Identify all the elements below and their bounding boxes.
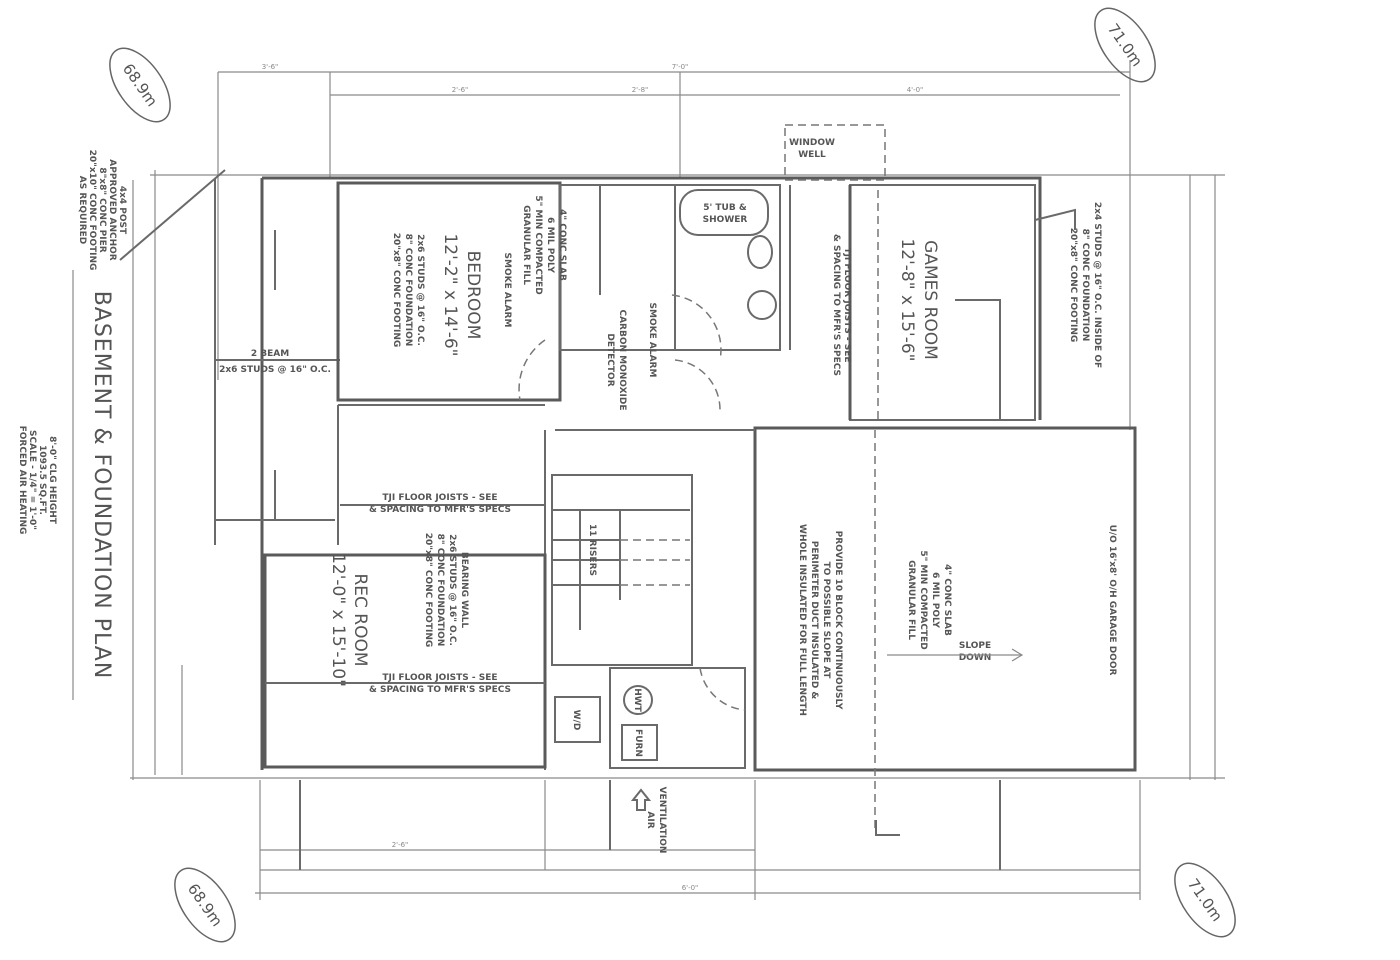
room-name-rec: REC ROOM (350, 573, 370, 666)
page-title: BASEMENT & FOUNDATION PLAN (89, 291, 114, 680)
note-line: 20"x8" CONC FOOTING (1068, 228, 1078, 343)
tub-label: 5' TUB & (703, 203, 747, 213)
note-line: 2x4 STUDS @ 16" O.C. INSIDE OF (1092, 202, 1102, 368)
note-line: DETECTOR (605, 333, 615, 386)
note-line: 4" CONC SLAB (942, 564, 952, 636)
note-line: TJI FLOOR JOISTS - SEE (382, 673, 497, 683)
arrow-right-icon (887, 648, 1024, 662)
note-line: 5" MIN COMPACTED (533, 195, 543, 294)
walls (119, 124, 1137, 870)
smoke-alarm-label: SMOKE ALARM (502, 253, 512, 328)
note-line: TJI FLOOR JOISTS - SEE (382, 493, 497, 503)
note-line: 20"x10" CONC FOOTING (87, 150, 97, 271)
vent-label: VENTILATION (657, 787, 667, 854)
furnace-label: FURN (633, 729, 643, 757)
note-line: 20"x8" CONC FOOTING (391, 233, 401, 348)
note-line: 4x4 POST (117, 186, 127, 235)
note-line: AS REQUIRED (77, 176, 87, 245)
post-note: 4x4 POST APPROVED ANCHOR 8"x8" CONC PIER… (77, 150, 127, 271)
elevation-marker-bottom-left: 68.9m (174, 867, 236, 943)
note-line: & SPACING TO MFR'S SPECS (831, 234, 841, 376)
stairs (551, 474, 693, 666)
note-line: SMOKE ALARM (647, 303, 657, 378)
elevation-marker-bottom-right: 71.0m (1174, 862, 1236, 938)
room-name-bedroom: BEDROOM (463, 251, 483, 340)
note-line: 8'-0" CLG HEIGHT (47, 436, 57, 525)
bathroom (674, 184, 781, 351)
dim-label: 3'-6" (262, 63, 279, 71)
furnace-room (609, 667, 746, 769)
note-line: PROVIDE 10 BLOCK CONTINUOUSLY (833, 531, 843, 710)
note-line: 8" CONC FOUNDATION (435, 534, 445, 647)
arrow-up-icon (630, 788, 652, 811)
note-line: WHOLE INSULATED FOR FULL LENGTH (797, 524, 807, 716)
stairs-label: 11 RISERS (587, 524, 597, 576)
room-size-bedroom: 12'-2" x 14'-6" (440, 233, 460, 356)
note-line: 6 MIL POLY (545, 217, 555, 273)
room-size-games: 12'-8" x 15'-6" (897, 238, 917, 361)
beam-label: 2 BEAM (251, 349, 289, 359)
washer-dryer-label: W/D (571, 710, 581, 731)
note-line: PERIMETER DUCT INSULATED & (809, 541, 819, 700)
dim-label: 2'-6" (452, 86, 469, 94)
dim-label: 2'-6" (392, 841, 409, 849)
garage (753, 426, 1137, 772)
note-line: & SPACING TO MFR'S SPECS (369, 505, 511, 515)
note-line: 20"x8" CONC FOOTING (423, 533, 433, 648)
rec-room (263, 553, 547, 769)
elevation-marker-top-left: 68.9m (109, 47, 171, 123)
note-line: 8"x8" CONC PIER (97, 167, 107, 252)
note-line: & SPACING TO MFR'S SPECS (369, 685, 511, 695)
vent-label: AIR (645, 811, 655, 828)
dim-label: 7'-0" (672, 63, 689, 71)
dimension-lines: 3'-6" 7'-0" 2'-6" 2'-8" 4'-0" 2'-6" 6'-0… (130, 60, 1225, 900)
washer-dryer (554, 696, 601, 743)
window-well-label: WINDOW (789, 138, 835, 148)
note-line: 5" MIN COMPACTED (918, 550, 928, 649)
slope-label: DOWN (959, 653, 992, 663)
water-heater-label: HWT (632, 688, 642, 712)
note-line: FORCED AIR HEATING (17, 426, 27, 535)
note-line: 8" CONC FOUNDATION (1080, 229, 1090, 342)
slope-label: SLOPE (959, 641, 991, 651)
room-name-games: GAMES ROOM (920, 240, 940, 360)
note-line: GRANULAR FILL (521, 205, 531, 285)
elevation-marker-top-right: 71.0m (1094, 7, 1156, 83)
window-well-label: WELL (798, 150, 826, 160)
note-line: 4" CONC SLAB (557, 209, 567, 281)
note-line: SCALE - 1/4" = 1'-0" (27, 430, 37, 530)
note-line: 1093.5 SQ.FT. (37, 445, 47, 515)
note-line: 8" CONC FOUNDATION (403, 234, 413, 347)
room-size-rec: 12'-0" x 15'-10" (328, 553, 348, 687)
note-line: 2x6 STUDS @ 16" O.C. (447, 534, 457, 646)
dim-label: 4'-0" (907, 86, 924, 94)
note-line: APPROVED ANCHOR (107, 159, 117, 261)
garage-door-label: U/O 16'x8' O/H GARAGE DOOR (1107, 525, 1117, 676)
note-line: TJI FLOOR JOISTS - SEE (842, 247, 852, 362)
tub-label: SHOWER (703, 215, 748, 225)
general-notes: 8'-0" CLG HEIGHT 1093.5 SQ.FT. SCALE - 1… (17, 426, 57, 535)
dim-label: 6'-0" (682, 884, 699, 892)
note-line: 6 MIL POLY (930, 572, 940, 628)
beam-label: 2x6 STUDS @ 16" O.C. (219, 365, 331, 375)
note-line: GRANULAR FILL (906, 560, 916, 640)
note-line: TO POSSIBLE SLOPE AT (821, 562, 831, 680)
dim-label: 2'-8" (632, 86, 649, 94)
note-line: CARBON MONOXIDE (617, 309, 627, 410)
note-line: 2x6 STUDS @ 16" O.C. (415, 234, 425, 346)
bearing-wall-label: BEARING WALL (459, 552, 469, 629)
